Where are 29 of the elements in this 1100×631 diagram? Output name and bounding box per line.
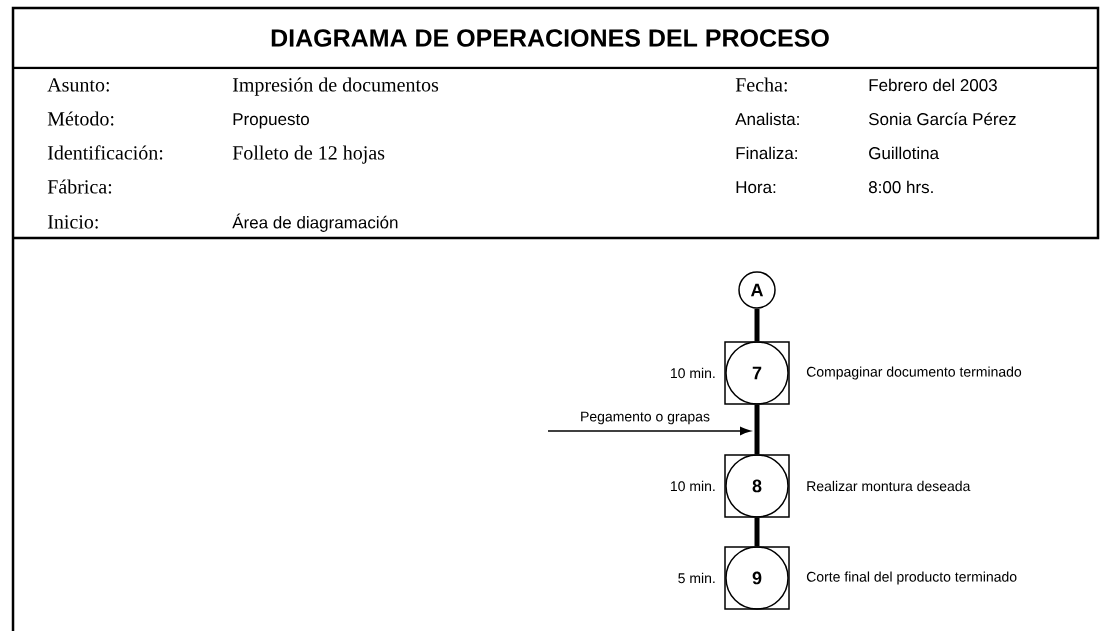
edge-label: Pegamento o grapas: [579, 410, 711, 426]
field-label: Método:: [47, 111, 114, 126]
field-value: Propuesto: [233, 113, 309, 129]
duration-text: 10 min.: [670, 367, 715, 379]
field-label: Finaliza:: [736, 146, 797, 160]
field-label: Hora:: [736, 181, 776, 194]
field-label: Fábrica:: [47, 179, 112, 194]
field-value: Impresión de documentos: [232, 77, 439, 96]
field-label: Asunto:: [47, 78, 109, 92]
input-arrow: [547, 427, 751, 435]
step-description: Realizar montura deseada: [807, 480, 971, 492]
field-label: Fecha:: [735, 77, 787, 92]
connector-line: [754, 517, 760, 547]
step-description: Compaginar documento terminado: [806, 366, 1022, 380]
field-value: Área de diagramación: [232, 213, 398, 232]
field-value: Sonia García Pérez: [868, 112, 1016, 126]
connector-line: [754, 308, 760, 342]
field-value: Guillotina: [869, 146, 940, 160]
step-description: Corte final del producto terminado: [806, 571, 1017, 585]
field-label: Inicio:: [47, 215, 98, 229]
field-value: Folleto de 12 hojas: [232, 145, 385, 164]
field-value: Febrero del 2003: [869, 78, 997, 92]
connector-line: [754, 404, 760, 455]
field-label: Identificación:: [47, 145, 163, 160]
field-value: 8:00 hrs.: [868, 180, 933, 194]
duration-text: 10 min.: [670, 480, 715, 492]
duration-text: 5 min.: [678, 572, 715, 584]
title: DIAGRAMA DE OPERACIONES DEL PROCESO: [271, 29, 829, 47]
field-label: Analista:: [735, 112, 799, 126]
